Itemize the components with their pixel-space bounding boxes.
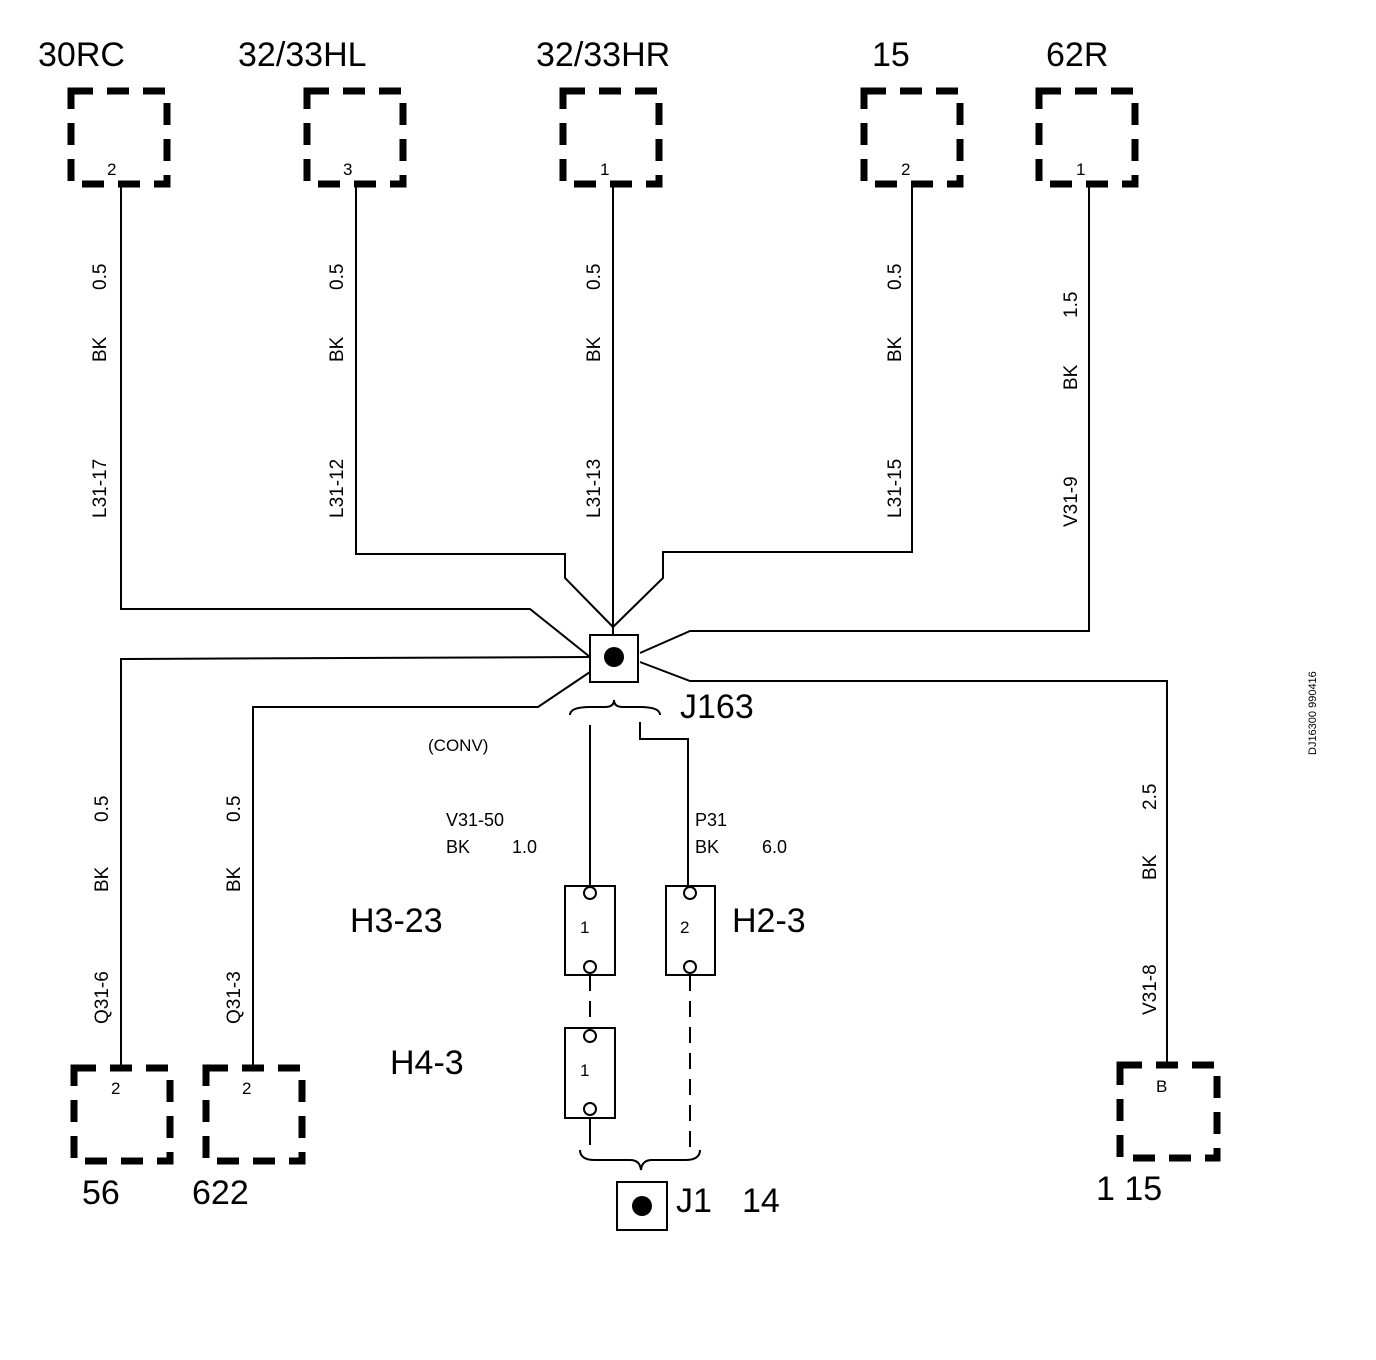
fuse-h4-3: 1 H4-3: [390, 975, 616, 1119]
wire-size: 0.5: [584, 264, 605, 290]
fuse-label: H2-3: [732, 902, 806, 940]
wire-id: Q31-3: [224, 971, 245, 1024]
connector-name: 1 15: [1096, 1170, 1162, 1208]
document-id: DJ16300 990416: [1307, 671, 1319, 755]
junction-j163: J163 (CONV): [428, 634, 754, 755]
wire-color: BK: [327, 336, 348, 362]
pin-number: 2: [242, 1079, 251, 1098]
wire-color: BK: [885, 336, 906, 362]
ground-number: 14: [742, 1182, 780, 1220]
fuse-pin: 1: [580, 918, 589, 937]
wire-size: 1.5: [1061, 292, 1082, 318]
ground-j1: J1 14: [616, 1181, 780, 1231]
branch-left-size: 1.0: [512, 837, 537, 857]
wire-color: BK: [584, 336, 605, 362]
fuse-pin: 1: [580, 1061, 589, 1080]
connector-622: 2 622: [192, 1064, 306, 1212]
pin-number: 2: [111, 1079, 120, 1098]
wire-id: L31-15: [885, 459, 906, 518]
connector-62r: 62R 1: [1035, 36, 1139, 188]
connector-30rc: 30RC 2: [38, 36, 171, 188]
wire-id: L31-12: [327, 459, 348, 518]
wire-color: BK: [1140, 854, 1161, 880]
wire-size: 0.5: [327, 264, 348, 290]
fuse-label: H4-3: [390, 1044, 464, 1082]
branch-right-color: BK: [695, 837, 719, 857]
branch-right-size: 6.0: [762, 837, 787, 857]
fuse-pin: 2: [680, 918, 689, 937]
fuse-h2-3: 2 H2-3: [665, 885, 806, 976]
ground-wires: [579, 975, 701, 1171]
wire-id: V31-8: [1140, 964, 1161, 1015]
wire-id: V31-9: [1061, 476, 1082, 527]
connector-15: 15 2: [860, 36, 964, 188]
connector-name: 32/33HR: [536, 36, 670, 74]
pin-number: B: [1156, 1077, 1167, 1096]
connector-1-15: B 1 15: [1096, 1061, 1221, 1208]
pin-number: 1: [600, 160, 609, 179]
connector-name: 56: [82, 1174, 120, 1212]
connector-name: 15: [872, 36, 910, 74]
wire-color: BK: [92, 866, 113, 892]
splice-dot: [632, 1196, 652, 1216]
wire-id: L31-13: [584, 459, 605, 518]
wire-id: Q31-6: [92, 971, 113, 1024]
wire-size: 2.5: [1140, 784, 1161, 810]
wire-size: 0.5: [90, 264, 111, 290]
junction-label: J163: [680, 688, 754, 726]
pin-number: 2: [901, 160, 910, 179]
branch-left-color: BK: [446, 837, 470, 857]
wire-size: 0.5: [224, 796, 245, 822]
pin-number: 2: [107, 160, 116, 179]
pin-number: 3: [343, 160, 352, 179]
wire-size: 0.5: [885, 264, 906, 290]
pin-number: 1: [1076, 160, 1085, 179]
wire-labels: 0.5 BK L31-17 0.5 BK L31-12 0.5 BK L31-1…: [90, 264, 1161, 1024]
wire-size: 0.5: [92, 796, 113, 822]
branch-wires: V31-50 BK 1.0 P31 BK 6.0: [446, 722, 787, 886]
splice-dot: [604, 647, 624, 667]
wire-color: BK: [224, 866, 245, 892]
connector-name: 30RC: [38, 36, 125, 74]
wires: [120, 184, 1168, 1065]
ground-label: J1: [676, 1182, 712, 1220]
fuse-label: H3-23: [350, 902, 443, 940]
wire-id: L31-17: [90, 459, 111, 518]
connector-name: 32/33HL: [238, 36, 367, 74]
connector-name: 62R: [1046, 36, 1108, 74]
fuse-h3-23: 1 H3-23: [350, 885, 616, 976]
junction-note: (CONV): [428, 736, 488, 755]
branch-left-wire: V31-50: [446, 810, 504, 830]
connector-56: 2 56: [70, 1064, 174, 1212]
connector-32-33hr: 32/33HR 1: [536, 36, 670, 188]
wire-color: BK: [1061, 364, 1082, 390]
wire-color: BK: [90, 336, 111, 362]
branch-right-wire: P31: [695, 810, 727, 830]
connector-32-33hl: 32/33HL 3: [238, 36, 407, 188]
connector-name: 622: [192, 1174, 249, 1212]
